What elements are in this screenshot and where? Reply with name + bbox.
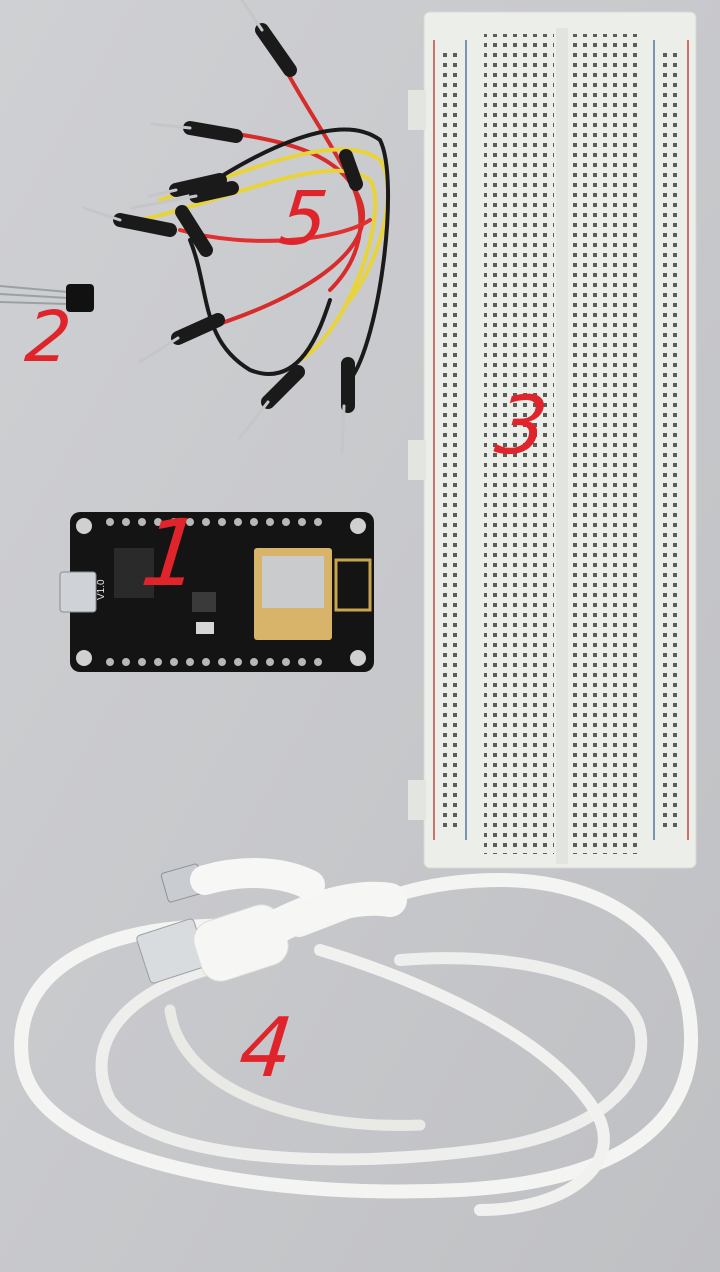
jumper-wires [82, 0, 390, 454]
usb-cable [14, 858, 698, 1216]
nodemcu-board: V1.0 [59, 512, 374, 672]
usb-a-plug [136, 881, 407, 984]
micro-usb-plug [160, 858, 325, 903]
temperature-sensor [0, 284, 94, 312]
breadboard [408, 11, 697, 869]
board-marking: V1.0 [96, 579, 107, 600]
